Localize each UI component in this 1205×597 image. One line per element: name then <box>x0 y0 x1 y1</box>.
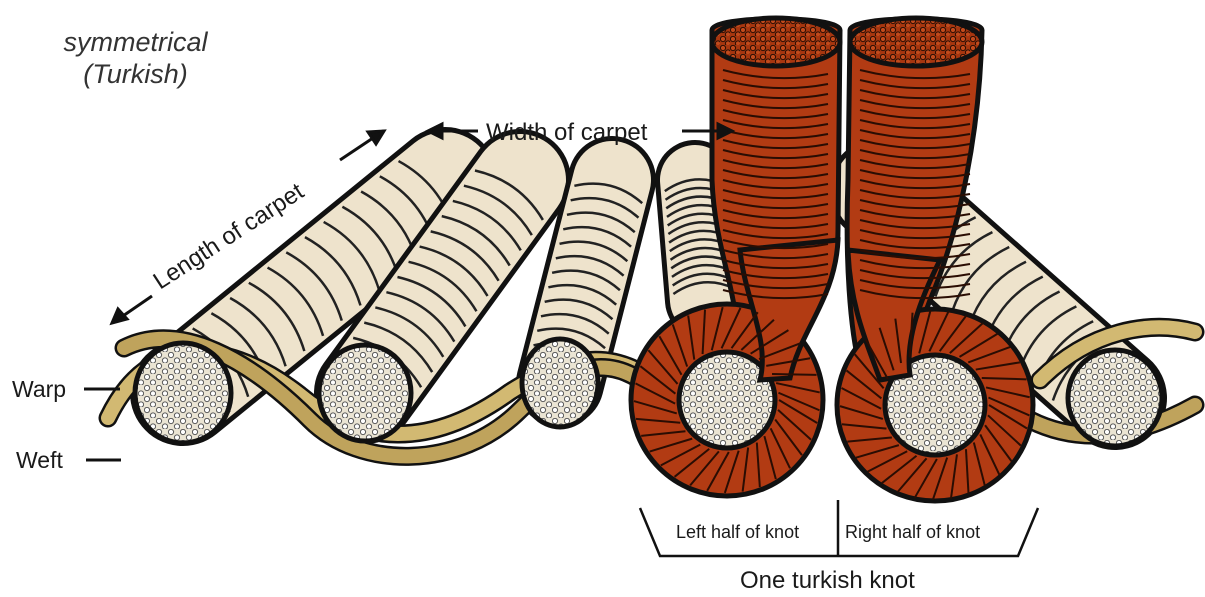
label-width-of-carpet: Width of carpet <box>486 119 648 146</box>
label-one-turkish-knot: One turkish knot <box>740 567 915 594</box>
label-warp: Warp <box>12 376 66 402</box>
label-left-half: Left half of knot <box>676 522 799 542</box>
label-weft: Weft <box>16 447 63 473</box>
label-right-half: Right half of knot <box>845 522 980 542</box>
